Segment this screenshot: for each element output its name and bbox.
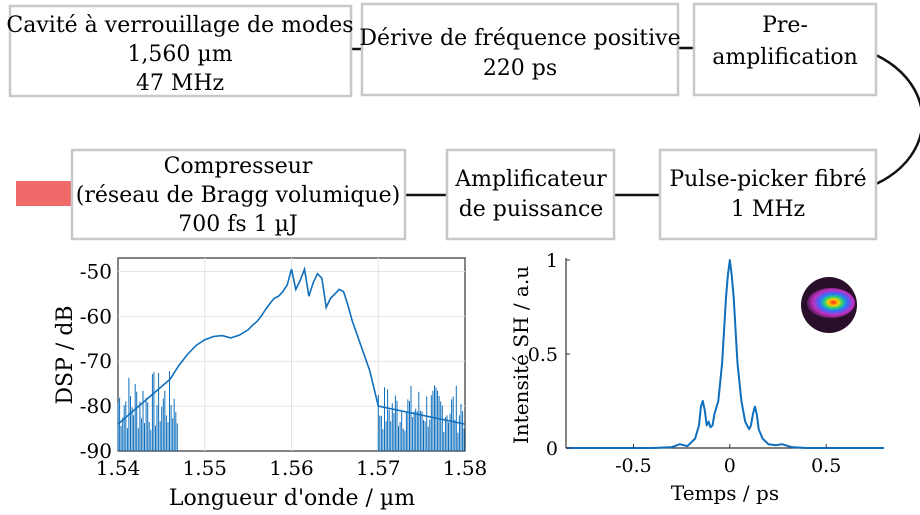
spectrum-ytick-label: -80 — [80, 394, 112, 418]
autocorr-xtick-label: 0.5 — [811, 455, 841, 477]
chirp-line-1: Dérive de fréquence positive — [359, 26, 680, 51]
autocorr-ytick-label: 0 — [546, 438, 558, 460]
spectrum-ticks: 1.54 1.55 1.56 1.57 1.58 -50 -60 -70 -80 -90 — [80, 259, 487, 480]
box-compressor: Compresseur (réseau de Bragg volumique) … — [70, 148, 407, 241]
spectrum-grid — [118, 258, 465, 451]
compressor-line-3: 700 fs 1 µJ — [178, 212, 298, 237]
spectrum-xtick-label: 1.56 — [269, 456, 314, 480]
box-power-amplifier: Amplificateur de puissance — [445, 148, 616, 241]
box-chirp: Dérive de fréquence positive 220 ps — [359, 2, 681, 97]
autocorr-marks — [566, 259, 884, 449]
spectrum-ytick-label: -50 — [80, 259, 112, 283]
box-cavity: Cavité à verrouillage de modes 1,560 µm … — [6, 4, 354, 98]
pulse-picker-line-1: Pulse-picker fibré — [669, 167, 866, 192]
spectrum-trace — [117, 266, 466, 425]
spectrum-xtick-label: 1.55 — [182, 456, 227, 480]
spectrum-ytick-label: -60 — [80, 304, 112, 328]
spectrum-ytick-label: -70 — [80, 349, 112, 373]
autocorr-ytick-label: 1 — [546, 250, 558, 272]
autocorr-xlabel: Temps / ps — [671, 481, 779, 505]
preamp-line-1: Pre- — [762, 13, 808, 38]
autocorr-ylabel: Intensité SH / a.u — [509, 266, 533, 444]
spectrum-ytick-label: -90 — [80, 439, 112, 463]
pulse-picker-line-2: 1 MHz — [731, 197, 805, 222]
cavity-line-2: 1,560 µm — [127, 42, 232, 67]
spectrum-xtick-label: 1.58 — [443, 456, 488, 480]
spectrum-xtick-label: 1.54 — [96, 456, 141, 480]
preamp-line-2: amplification — [712, 45, 858, 70]
power-amp-line-2: de puissance — [459, 197, 604, 222]
spectrum-ylabel: DSP / dB — [53, 305, 78, 404]
cavity-line-3: 47 MHz — [136, 71, 224, 96]
autocorr-xtick-label: -0.5 — [615, 455, 652, 477]
block-diagram: Cavité à verrouillage de modes 1,560 µm … — [6, 2, 920, 241]
autocorr-trace — [566, 259, 884, 449]
spectrum-xtick-label: 1.57 — [356, 456, 401, 480]
spectrum-marks — [117, 266, 466, 451]
compressor-line-1: Compresseur — [164, 154, 313, 179]
spectrum-xlabel: Longueur d'onde / µm — [169, 486, 415, 511]
beam-profile-spot — [807, 288, 855, 318]
compressor-line-2: (réseau de Bragg volumique) — [76, 183, 400, 208]
box-preamp: Pre- amplification — [692, 2, 878, 97]
autocorr-ticks: -0.5 0 0.5 0 0.5 1 — [528, 250, 842, 477]
power-amp-line-1: Amplificateur — [454, 167, 607, 192]
autocorr-ytick-label: 0.5 — [528, 344, 558, 366]
autocorrelation-chart: -0.5 0 0.5 0 0.5 1 Temps / ps Intensité SH / … — [509, 250, 884, 505]
connector-preamp-picker — [875, 53, 920, 186]
spectrum-noise-floor — [117, 371, 465, 451]
output-beam — [16, 181, 72, 206]
spectrum-chart: 1.54 1.55 1.56 1.57 1.58 -50 -60 -70 -80 -90 Long… — [53, 257, 487, 511]
autocorr-xtick-label: 0 — [724, 455, 736, 477]
chirp-line-2: 220 ps — [483, 56, 557, 81]
box-pulse-picker: Pulse-picker fibré 1 MHz — [658, 148, 878, 241]
cavity-line-1: Cavité à verrouillage de modes — [6, 13, 353, 38]
